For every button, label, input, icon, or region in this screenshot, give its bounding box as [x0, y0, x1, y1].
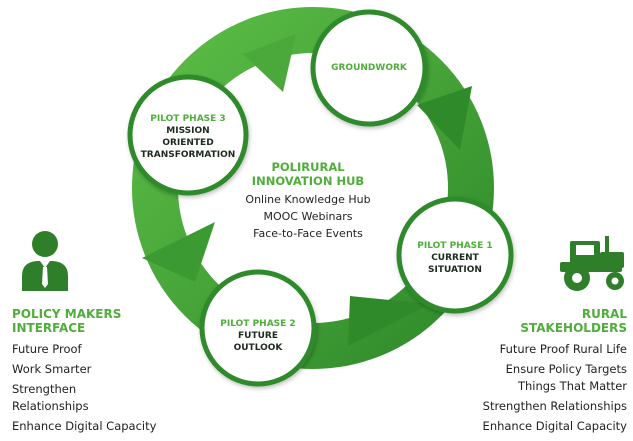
- node-phase1-label: PILOT PHASE 1: [417, 241, 493, 251]
- node-phase3-label: PILOT PHASE 3: [150, 114, 226, 124]
- arrowhead-phase3-to-groundwork: [243, 34, 296, 92]
- policy-makers-item: Enhance Digital Capacity: [12, 419, 157, 433]
- node-phase2-title-line2: OUTLOOK: [233, 343, 283, 353]
- rural-stakeholders-heading-line2: STAKEHOLDERS: [520, 321, 627, 335]
- hub-title-line2: INNOVATION HUB: [251, 174, 365, 188]
- arrowhead-phase2-to-phase3: [142, 222, 215, 282]
- rural-stakeholders-item: Future Proof Rural Life: [499, 342, 627, 356]
- node-phase3-title-line2: ORIENTED: [162, 138, 214, 148]
- node-groundwork: GROUNDWORK: [319, 62, 419, 74]
- node-phase3-circle: [127, 74, 249, 196]
- hub-item: MOOC Webinars: [263, 210, 353, 223]
- hub-title-line1: POLIRURAL: [271, 160, 345, 174]
- policy-makers-item: Strengthen: [12, 382, 77, 396]
- node-phase1: PILOT PHASE 1 CURRENT SITUATION: [405, 240, 505, 276]
- rural-stakeholders-item: Strengthen Relationships: [482, 399, 627, 413]
- node-groundwork-title: GROUNDWORK: [331, 63, 407, 73]
- node-groundwork-circle: [310, 9, 428, 127]
- hub-item: Online Knowledge Hub: [245, 193, 371, 206]
- policy-makers-heading-line2: INTERFACE: [12, 321, 86, 335]
- policy-makers-item: Relationships: [12, 399, 89, 413]
- arrowhead-phase1-to-phase2: [348, 296, 430, 346]
- hub-item: Face-to-Face Events: [253, 227, 363, 240]
- innovation-hub: POLIRURAL INNOVATION HUB Online Knowledg…: [238, 160, 378, 242]
- rural-stakeholders-panel: RURAL STAKEHOLDERS Future Proof Rural Li…: [427, 307, 627, 435]
- node-phase3-title-line3: TRANSFORMATION: [140, 150, 236, 160]
- policy-makers-item: Work Smarter: [12, 362, 92, 376]
- policy-makers-heading-line1: POLICY MAKERS: [12, 307, 122, 321]
- rural-stakeholders-item: Ensure Policy Targets: [505, 362, 627, 376]
- node-phase2-label: PILOT PHASE 2: [220, 319, 296, 329]
- person-icon: [22, 231, 68, 291]
- node-phase1-title-line1: CURRENT: [431, 253, 479, 263]
- node-phase3-title-line1: MISSION: [166, 126, 210, 136]
- node-phase3: PILOT PHASE 3 MISSION ORIENTED TRANSFORM…: [128, 113, 248, 161]
- rural-stakeholders-item: Things That Matter: [517, 379, 627, 393]
- policy-makers-panel: POLICY MAKERS INTERFACE Future Proof Wor…: [12, 307, 192, 435]
- node-phase2-title-line1: FUTURE: [238, 331, 278, 341]
- policy-makers-item: Future Proof: [12, 342, 82, 356]
- rural-stakeholders-heading-line1: RURAL: [581, 307, 627, 321]
- tractor-icon: [560, 236, 624, 291]
- node-phase2: PILOT PHASE 2 FUTURE OUTLOOK: [208, 318, 308, 354]
- node-phase2-circle: [199, 269, 317, 387]
- node-phase1-circle: [396, 196, 514, 314]
- node-phase1-title-line2: SITUATION: [428, 265, 482, 275]
- rural-stakeholders-item: Enhance Digital Capacity: [482, 419, 627, 433]
- arrowhead-groundwork-to-phase1: [417, 86, 472, 150]
